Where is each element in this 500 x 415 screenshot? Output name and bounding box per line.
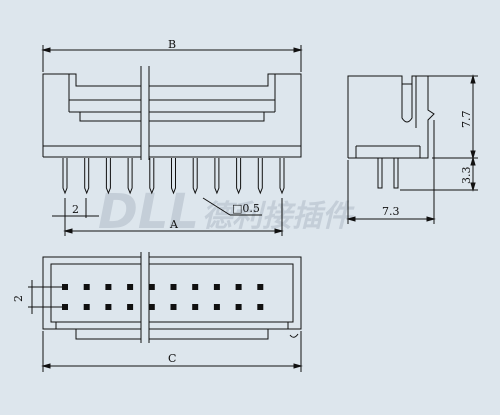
top-pin bbox=[148, 304, 155, 310]
front-pin bbox=[192, 158, 198, 195]
top-housing-inner bbox=[50, 263, 294, 323]
dim-b-arrow-right bbox=[293, 47, 303, 53]
dim-c-arrow-left bbox=[41, 363, 51, 369]
top-pin bbox=[127, 304, 134, 310]
top-pin bbox=[192, 284, 199, 290]
top-pin bbox=[105, 284, 112, 290]
dim-height-arrow-bottom bbox=[470, 150, 476, 160]
dim-a-arrow-left bbox=[63, 228, 73, 234]
top-pin bbox=[235, 284, 242, 290]
front-break-gap bbox=[141, 60, 149, 164]
top-pin bbox=[257, 284, 264, 290]
top-pin bbox=[170, 284, 177, 290]
top-pin bbox=[83, 304, 90, 310]
top-key-tab bbox=[75, 328, 269, 340]
front-pin bbox=[214, 158, 220, 195]
dim-tail-arrow-top bbox=[470, 156, 476, 166]
top-corner-left bbox=[43, 322, 57, 330]
top-pin bbox=[213, 304, 220, 310]
dim-depth-label: 7.3 bbox=[382, 205, 400, 218]
top-pin bbox=[257, 304, 264, 310]
front-pin bbox=[105, 158, 111, 195]
top-pin bbox=[105, 304, 112, 310]
front-pin bbox=[171, 158, 176, 195]
pin-size-leader bbox=[202, 197, 231, 216]
top-pin bbox=[213, 284, 220, 290]
pin-size-label: □0.5 bbox=[232, 202, 260, 215]
front-pin bbox=[84, 158, 90, 195]
top-break-gap bbox=[141, 250, 149, 344]
dim-depth-arrow-right bbox=[426, 216, 436, 222]
front-pins bbox=[62, 158, 285, 195]
dim-c-arrow-right bbox=[293, 363, 303, 369]
dim-a-label: A bbox=[169, 218, 179, 231]
top-pin bbox=[148, 284, 155, 290]
front-pin bbox=[127, 158, 133, 195]
dim-pitch-label: 2 bbox=[72, 203, 79, 216]
housing-slot-inner bbox=[79, 111, 265, 122]
dim-height-label: 7.7 bbox=[460, 111, 473, 129]
housing-outline bbox=[42, 73, 302, 158]
side-view bbox=[346, 74, 478, 224]
top-pin bbox=[192, 304, 199, 310]
top-pin bbox=[235, 304, 242, 310]
top-pins bbox=[62, 284, 264, 310]
top-pin bbox=[170, 304, 177, 310]
front-pin bbox=[62, 158, 68, 195]
front-pin bbox=[257, 158, 263, 195]
dim-b-label: B bbox=[168, 38, 176, 51]
top-corner-right bbox=[287, 322, 301, 330]
front-pin bbox=[149, 158, 155, 195]
top-corner-curve bbox=[289, 333, 299, 338]
watermark-brand: DLL bbox=[98, 184, 199, 240]
dim-height-arrow-top bbox=[470, 74, 476, 84]
side-pin-2 bbox=[393, 157, 399, 189]
watermark-chinese: 德利接插件 bbox=[202, 199, 355, 234]
top-view bbox=[28, 250, 303, 372]
side-pin-1 bbox=[377, 157, 383, 189]
top-pin bbox=[127, 284, 134, 290]
dim-tail-label: 3.3 bbox=[460, 167, 473, 185]
front-pin bbox=[236, 158, 242, 195]
top-pin bbox=[83, 284, 90, 290]
dim-tail-arrow-bottom bbox=[470, 182, 476, 192]
side-latch-slot bbox=[401, 84, 413, 123]
dim-b-arrow-left bbox=[41, 47, 51, 53]
dim-row-pitch-label: 2 bbox=[12, 295, 25, 302]
top-housing-outer bbox=[42, 256, 302, 330]
side-housing-outline bbox=[347, 75, 435, 159]
front-pin bbox=[279, 158, 285, 195]
dim-depth-arrow-left bbox=[346, 216, 356, 222]
dim-a-arrow-right bbox=[274, 228, 284, 234]
dim-c-label: C bbox=[168, 352, 176, 365]
front-view bbox=[41, 45, 303, 236]
